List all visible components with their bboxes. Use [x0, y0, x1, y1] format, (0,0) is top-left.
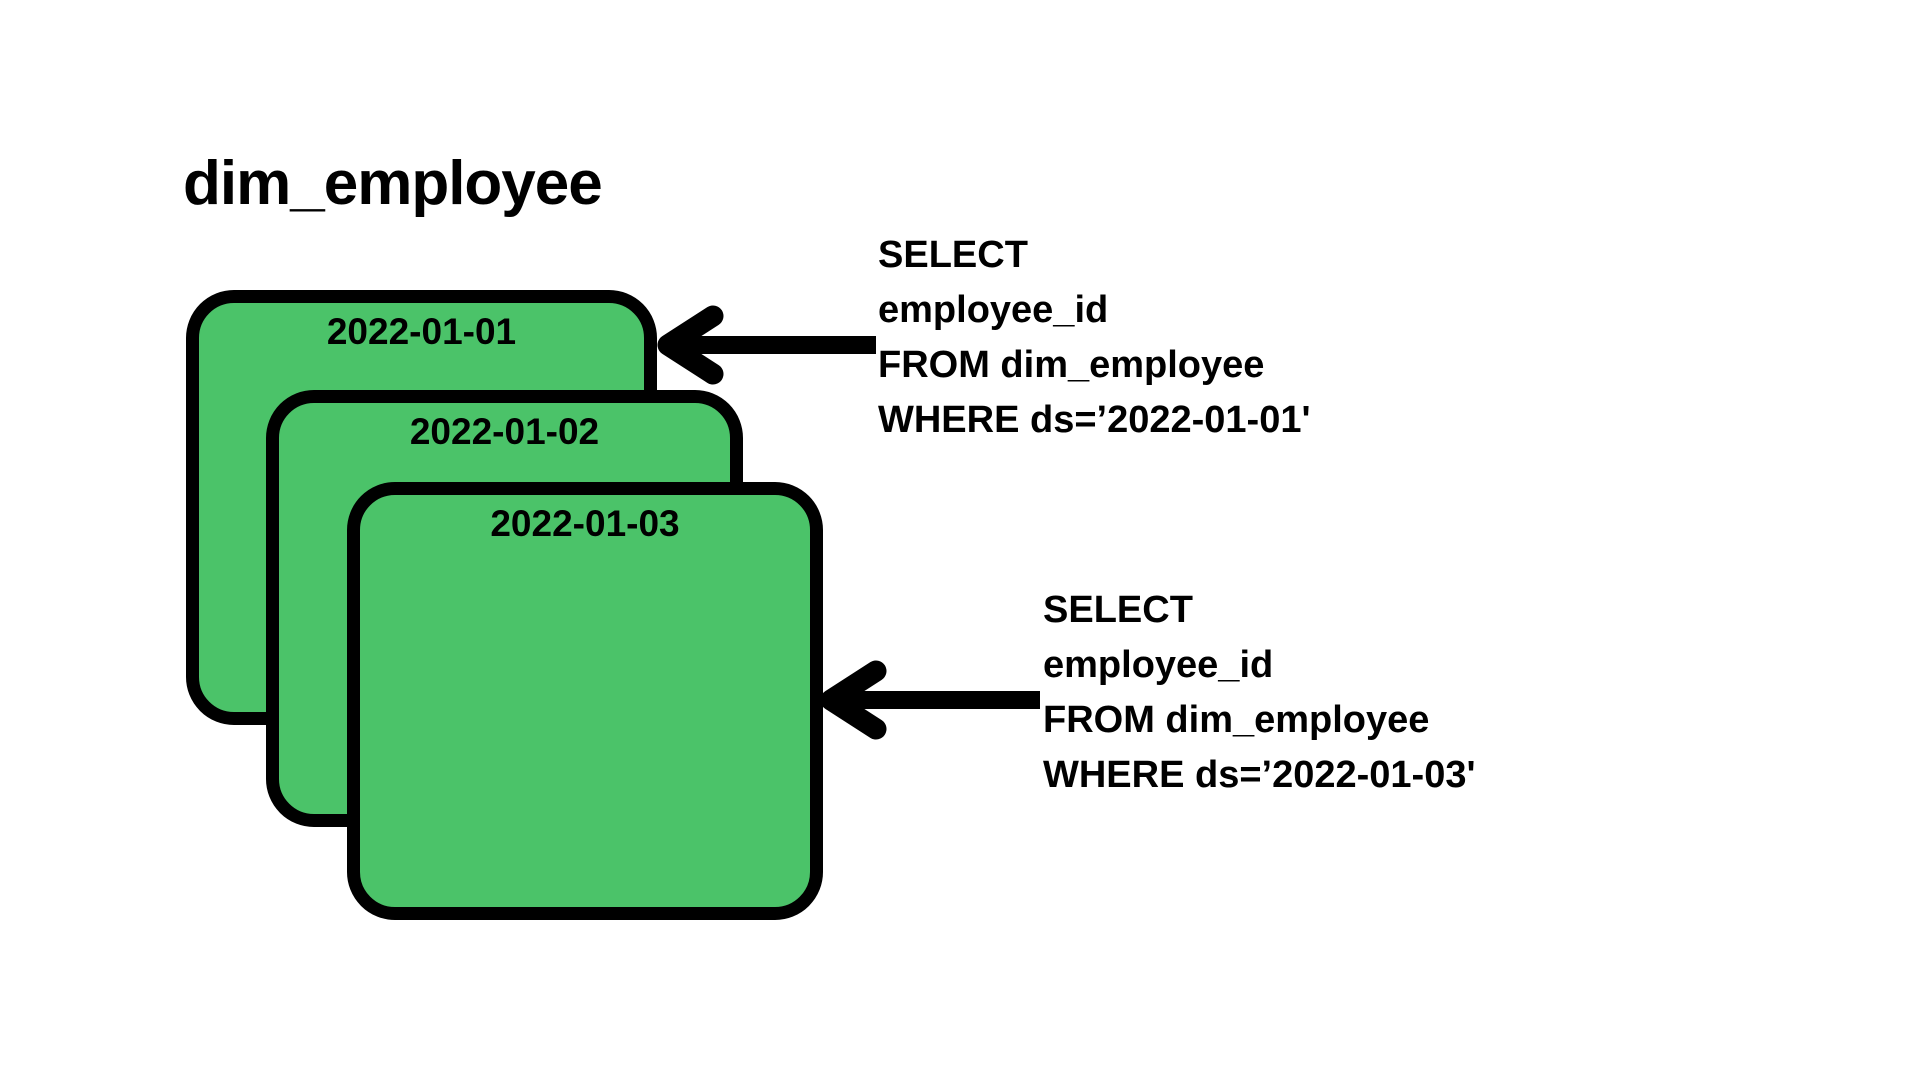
- sql-line: employee_id: [1043, 644, 1274, 686]
- partition-date-label: 2022-01-01: [326, 311, 517, 352]
- sql-line: FROM dim_employee: [878, 344, 1265, 386]
- partition-date-label: 2022-01-03: [490, 503, 680, 544]
- sql-line: FROM dim_employee: [1043, 699, 1430, 741]
- sql-line: employee_id: [878, 289, 1109, 331]
- sql-query-annotation-1: SELECT employee_id FROM dim_employee WHE…: [878, 228, 1311, 448]
- arrow-left-icon: [820, 660, 1040, 740]
- arrow-left-icon: [657, 305, 876, 385]
- sql-query-annotation-2: SELECT employee_id FROM dim_employee WHE…: [1043, 583, 1476, 803]
- sql-line: SELECT: [878, 234, 1028, 276]
- sql-line: WHERE ds=’2022-01-03': [1043, 754, 1476, 796]
- table-name-title: dim_employee: [183, 149, 603, 218]
- sql-line: WHERE ds=’2022-01-01': [878, 399, 1311, 441]
- sql-line: SELECT: [1043, 589, 1193, 631]
- partition-card-2022-01-03: 2022-01-03: [347, 482, 823, 920]
- partition-date-label: 2022-01-02: [409, 411, 600, 452]
